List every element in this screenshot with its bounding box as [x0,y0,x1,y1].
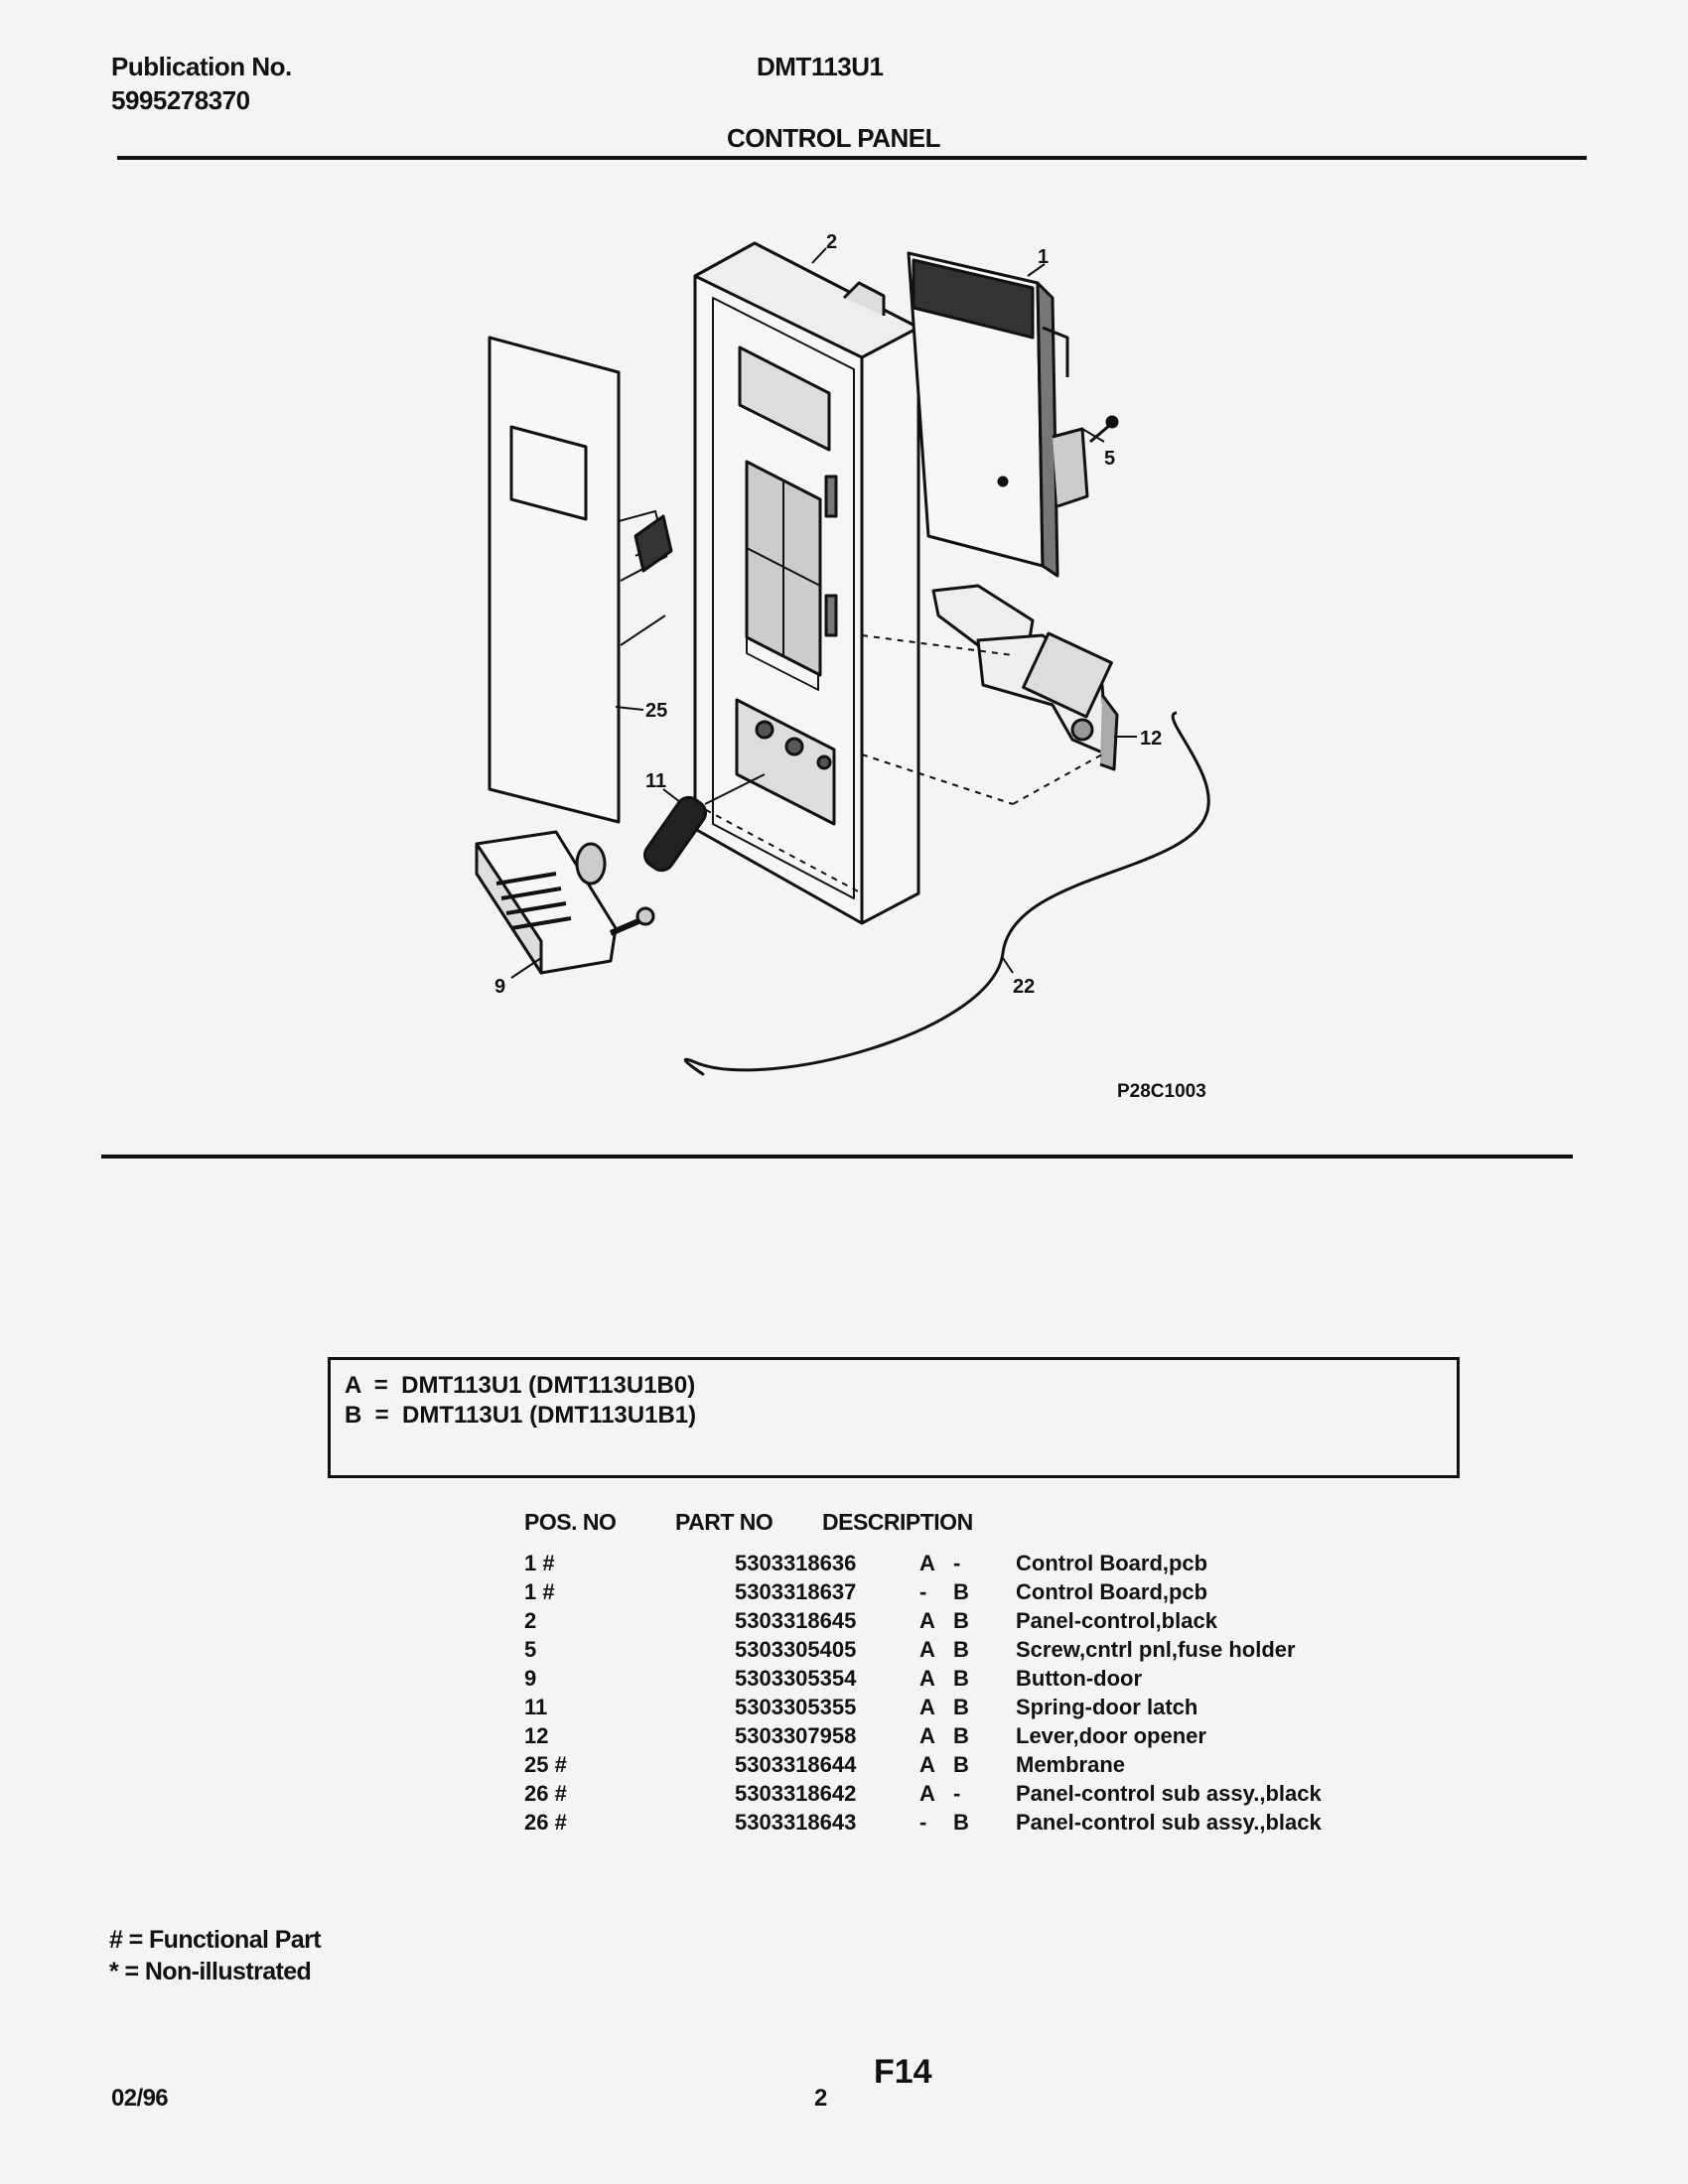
note-functional-part: # = Functional Part [109,1926,322,1954]
callout-12: 12 [1140,728,1162,750]
part-number-cell: 5303318636 [735,1551,857,1575]
callout-1: 1 [1038,246,1049,268]
section-title: CONTROL PANEL [727,123,940,153]
model-a-cell: - [919,1579,927,1604]
table-row: 26 # 5303318643 - B Panel-control sub as… [524,1810,1418,1839]
part-number-cell: 5303305405 [735,1637,857,1662]
description-cell: Screw,cntrl pnl,fuse holder [1016,1637,1296,1662]
table-row: 9 5303305354 A B Button-door [524,1666,1418,1695]
callout-9: 9 [494,976,505,998]
pos-cell: 26 # [524,1781,567,1806]
control-panel-part [693,241,920,925]
model-a-cell: A [919,1752,935,1777]
model-number: DMT113U1 [757,52,884,81]
description-cell: Membrane [1016,1752,1126,1777]
description-cell: Panel-control sub assy.,black [1016,1781,1322,1806]
model-b-cell: - [953,1551,961,1575]
model-a-cell: A [919,1551,935,1575]
header-pos-no: POS. NO [524,1509,617,1535]
legend-line-b: B = DMT113U1 (DMT113U1B1) [345,1402,697,1429]
model-b-cell: - [953,1781,961,1806]
table-row: 1 # 5303318636 A - Control Board,pcb [524,1551,1418,1579]
table-row: 26 # 5303318642 A - Panel-control sub as… [524,1781,1418,1810]
part-number-cell: 5303307958 [735,1723,857,1748]
pos-cell: 12 [524,1723,549,1748]
callout-25: 25 [645,700,667,722]
model-b-cell: B [953,1723,969,1748]
pos-cell: 1 # [524,1551,555,1575]
description-cell: Panel-control,black [1016,1608,1217,1633]
model-a-cell: A [919,1723,935,1748]
callout-22: 22 [1013,976,1035,998]
publication-number: 5995278370 [111,85,250,115]
description-cell: Spring-door latch [1016,1695,1198,1719]
callout-2: 2 [826,231,837,253]
door-button-part [475,830,655,975]
membrane-part [488,336,673,824]
table-row: 2 5303318645 A B Panel-control,black [524,1608,1418,1637]
part-number-cell: 5303318644 [735,1752,857,1777]
header-part-no: PART NO [675,1509,774,1535]
screw-part [1089,415,1119,444]
description-cell: Control Board,pcb [1016,1551,1208,1575]
table-row: 12 5303307958 A B Lever,door opener [524,1723,1418,1752]
callout-11: 11 [645,770,666,792]
model-a-cell: A [919,1608,935,1633]
table-row: 5 5303305405 A B Screw,cntrl pnl,fuse ho… [524,1637,1418,1666]
legend-line-a: A = DMT113U1 (DMT113U1B0) [345,1372,696,1399]
model-b-cell: B [953,1579,969,1604]
table-row: 1 # 5303318637 - B Control Board,pcb [524,1579,1418,1608]
pos-cell: 26 # [524,1810,567,1835]
model-b-cell: B [953,1810,969,1835]
description-cell: Lever,door opener [1016,1723,1206,1748]
part-number-cell: 5303318643 [735,1810,857,1835]
pos-cell: 25 # [524,1752,567,1777]
publication-label: Publication No. [111,52,292,81]
footer-page-code: F14 [874,2053,932,2091]
pos-cell: 5 [524,1637,537,1662]
spring-part [642,773,766,873]
model-b-cell: B [953,1695,969,1719]
table-row: 11 5303305355 A B Spring-door latch [524,1695,1418,1723]
part-number-cell: 5303318637 [735,1579,857,1604]
control-board-part [907,251,1089,578]
description-cell: Panel-control sub assy.,black [1016,1810,1322,1835]
model-a-cell: A [919,1781,935,1806]
description-cell: Button-door [1016,1666,1143,1691]
part-number-cell: 5303305355 [735,1695,857,1719]
part-number-cell: 5303305354 [735,1666,857,1691]
note-non-illustrated: * = Non-illustrated [109,1958,312,1985]
callout-5: 5 [1104,448,1115,470]
part-number-cell: 5303318645 [735,1608,857,1633]
model-legend-box: A = DMT113U1 (DMT113U1B0) B = DMT113U1 (… [328,1357,1460,1478]
pos-cell: 2 [524,1608,537,1633]
model-b-cell: B [953,1666,969,1691]
diagram-rule [101,1155,1573,1159]
footer-date: 02/96 [111,2085,169,2112]
model-b-cell: B [953,1637,969,1662]
pos-cell: 9 [524,1666,537,1691]
diagram-reference-code: P28C1003 [1117,1081,1206,1102]
model-b-cell: B [953,1608,969,1633]
pos-cell: 1 # [524,1579,555,1604]
exploded-parts-diagram: 1 2 5 9 11 12 22 25 P28C1003 [475,231,1210,1102]
part-number-cell: 5303318642 [735,1781,857,1806]
model-a-cell: A [919,1695,935,1719]
footer-page-number: 2 [814,2085,827,2112]
door-lever-part [931,584,1119,771]
wire-part [683,711,1210,1076]
header-description: DESCRIPTION [822,1509,973,1535]
model-b-cell: B [953,1752,969,1777]
pos-cell: 11 [524,1695,548,1719]
model-a-cell: A [919,1666,935,1691]
header-rule [117,156,1587,160]
description-cell: Control Board,pcb [1016,1579,1208,1604]
model-a-cell: - [919,1810,927,1835]
table-row: 25 # 5303318644 A B Membrane [524,1752,1418,1781]
model-a-cell: A [919,1637,935,1662]
